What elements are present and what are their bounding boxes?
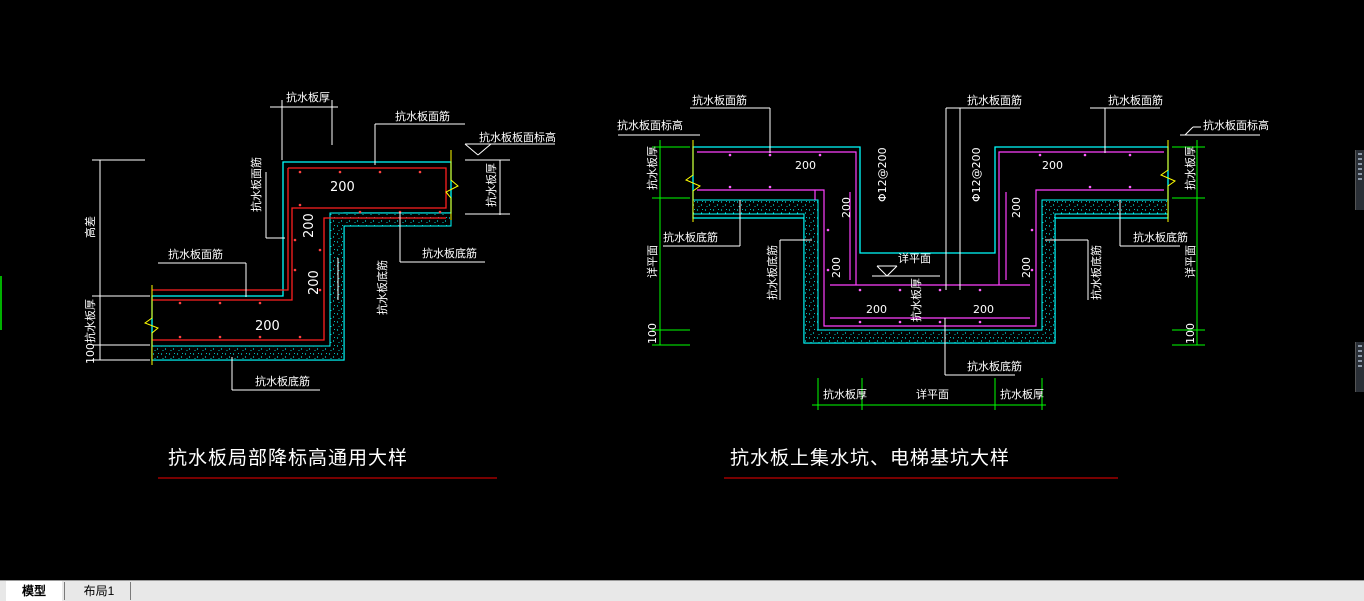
left-cushion-hatch [151,212,452,361]
left-bottom-rebar [152,217,446,341]
left-label-elevation-diff: 高差 [83,216,97,238]
right-break-mark-right [1159,140,1177,222]
right-scroll-handle-bottom[interactable] [1355,342,1364,392]
right-label-bottom-rebar-pit: 抗水板底筋 [967,359,1022,373]
tab-divider [64,582,65,600]
right-label-top-elev-left: 抗水板面标高 [617,118,683,132]
left-dim-200-bottom: 200 [255,319,280,334]
right-label-dim-100-right: 100 [1184,323,1197,344]
left-dim-200-wall: 200 [302,213,317,238]
right-slab-outline [692,146,1169,344]
left-dim-200-top: 200 [330,180,355,195]
right-label-thickness-left: 抗水板厚 [645,146,659,190]
left-label-top-rebar-inner: 抗水板面筋 [249,157,263,212]
left-label-thickness-right: 抗水板厚 [484,163,498,207]
left-label-dim-100: 100 [84,343,97,364]
right-bottom-dim-left: 抗水板厚 [823,387,867,401]
right-dim-200-g: 200 [866,303,887,316]
left-label-top-elevation: 抗水板板面标高 [479,130,556,144]
left-detail: 抗水板厚 抗水板面筋 抗水板板面标高 抗水板厚 抗水板面筋 抗水板底筋 高差 抗… [83,90,556,479]
left-slab-outline [151,161,452,361]
right-label-bottom-rebar-right: 抗水板底筋 [1133,230,1188,244]
right-detail-title: 抗水板上集水坑、电梯基坑大样 [730,447,1010,469]
right-scroll-handle-top[interactable] [1355,150,1364,210]
right-label-dim-100-left: 100 [646,323,659,344]
drawing-canvas[interactable]: 抗水板厚 抗水板面筋 抗水板板面标高 抗水板厚 抗水板面筋 抗水板底筋 高差 抗… [0,0,1364,580]
right-bottom-dim-mid: 详平面 [916,387,949,401]
right-dim-200-b: 200 [1042,159,1063,172]
left-label-top-rebar: 抗水板面筋 [395,109,450,123]
right-label-top-rebar-mid: 抗水板面筋 [967,93,1022,107]
tab-divider [130,582,131,600]
left-label-thickness-top: 抗水板厚 [286,90,330,104]
right-break-mark-left [684,140,702,222]
right-rebar-inner-left [697,189,1164,327]
tab-model[interactable]: 模型 [6,581,62,601]
right-label-pit-thickness: 抗水板厚 [909,278,923,322]
right-dim-200-c: 200 [840,197,853,218]
right-label-pit-bottom: 详平面 [898,251,931,265]
left-label-top-rebar-left: 抗水板面筋 [168,247,223,261]
left-inner-rebar [152,168,289,291]
right-dim-200-e: 200 [830,257,843,278]
right-dim-200-h: 200 [973,303,994,316]
right-rebar-top-right [998,151,1164,285]
left-dim-200-wall-lower: 200 [307,270,322,295]
left-edge-marker [0,276,5,330]
right-label-rebar-spec-left: Φ12@200 [876,147,889,202]
right-label-rebar-spec-right: Φ12@200 [970,147,983,202]
right-label-pit-depth-left: 详平面 [645,245,659,278]
left-label-bottom-rebar-right: 抗水板底筋 [422,246,477,260]
right-label-top-elev-right: 抗水板面标高 [1203,118,1269,132]
tab-layout1[interactable]: 布局1 [83,584,115,598]
left-detail-title: 抗水板局部降标高通用大样 [168,447,408,469]
left-top-rebar [152,167,447,301]
right-rebar-top-left [697,151,857,285]
left-label-thickness-left: 抗水板厚 [83,299,97,343]
left-break-mark-left [143,285,159,365]
right-dim-200-d: 200 [1010,197,1023,218]
right-label-bottom-rebar-left: 抗水板底筋 [663,230,718,244]
left-label-bottom-rebar-slope: 抗水板底筋 [375,260,389,315]
right-detail: 抗水板面标高 抗水板面筋 抗水板面筋 抗水板面筋 抗水板面标高 抗水板厚 抗水板… [617,93,1269,479]
layout-tab-bar: 模型 布局1 [0,580,1364,601]
cad-drawing: 抗水板厚 抗水板面筋 抗水板板面标高 抗水板厚 抗水板面筋 抗水板底筋 高差 抗… [83,90,1269,479]
right-dim-200-f: 200 [1020,257,1033,278]
left-break-mark-right [445,150,459,220]
left-label-bottom-rebar-lower: 抗水板底筋 [255,374,310,388]
right-label-thickness-right: 抗水板厚 [1183,146,1197,190]
right-bottom-dim-right: 抗水板厚 [1000,387,1044,401]
right-label-top-rebar-left: 抗水板面筋 [692,93,747,107]
right-dim-200-a: 200 [795,159,816,172]
right-label-bottom-rebar-wall-left: 抗水板底筋 [765,245,779,300]
right-label-pit-depth-right: 详平面 [1183,245,1197,278]
right-label-top-rebar-right: 抗水板面筋 [1108,93,1163,107]
right-label-bottom-rebar-wall-right: 抗水板底筋 [1089,245,1103,300]
